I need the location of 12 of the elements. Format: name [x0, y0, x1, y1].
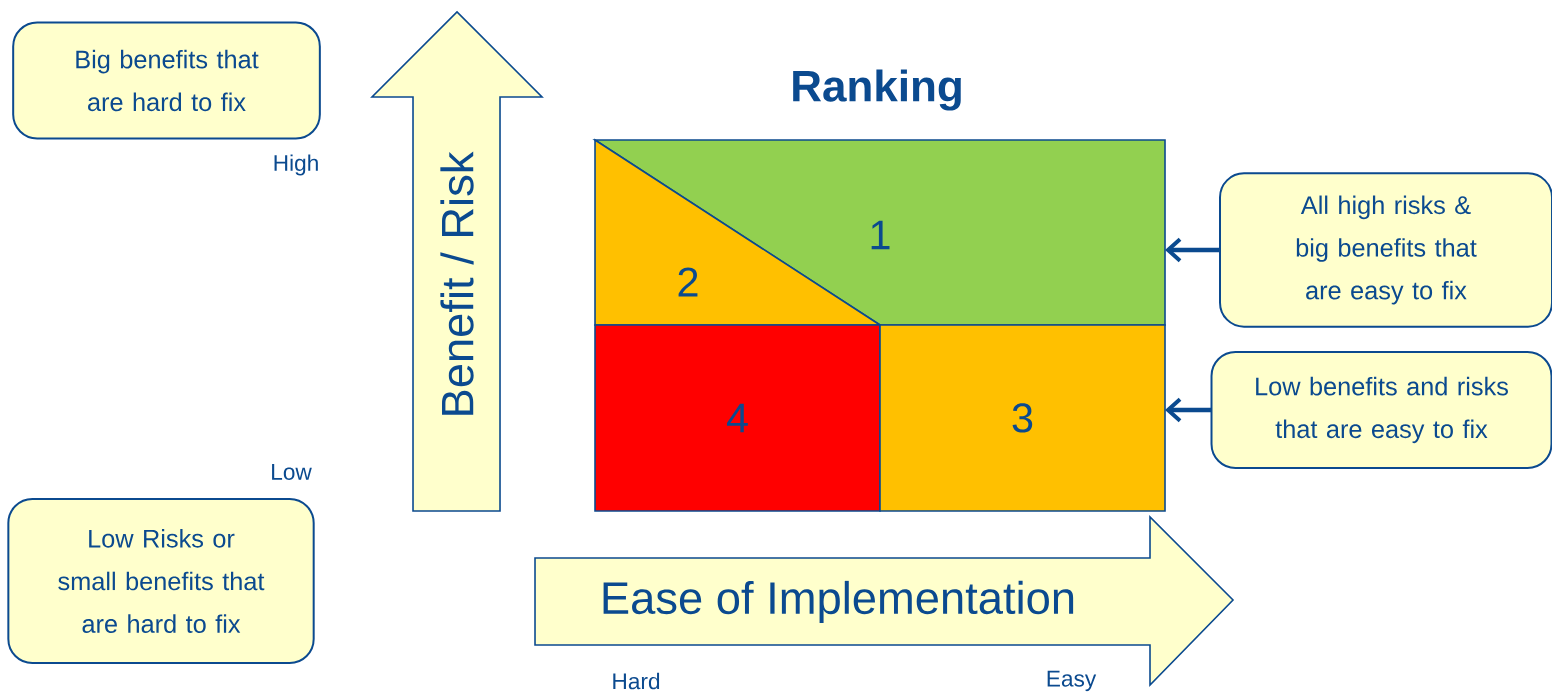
arrow [1165, 237, 1220, 263]
callout-box: Low Risks or small benefits that are hard to fix [7, 498, 315, 664]
callout-box: Big benefits that are hard to fix [12, 21, 321, 140]
matrix-region: 4 [594, 324, 881, 512]
axis-label: Low [272, 464, 312, 480]
callout-box: All high risks & big benefits that are easy to fix [1219, 172, 1552, 328]
callout-box: Low benefits and risks that are easy to fix [1210, 351, 1552, 469]
axis-label: High [274, 154, 318, 176]
matrix-region: 3 [879, 324, 1166, 512]
title: Ranking [793, 69, 961, 111]
axis-label: Hard [613, 672, 660, 690]
arrow [1165, 397, 1212, 423]
